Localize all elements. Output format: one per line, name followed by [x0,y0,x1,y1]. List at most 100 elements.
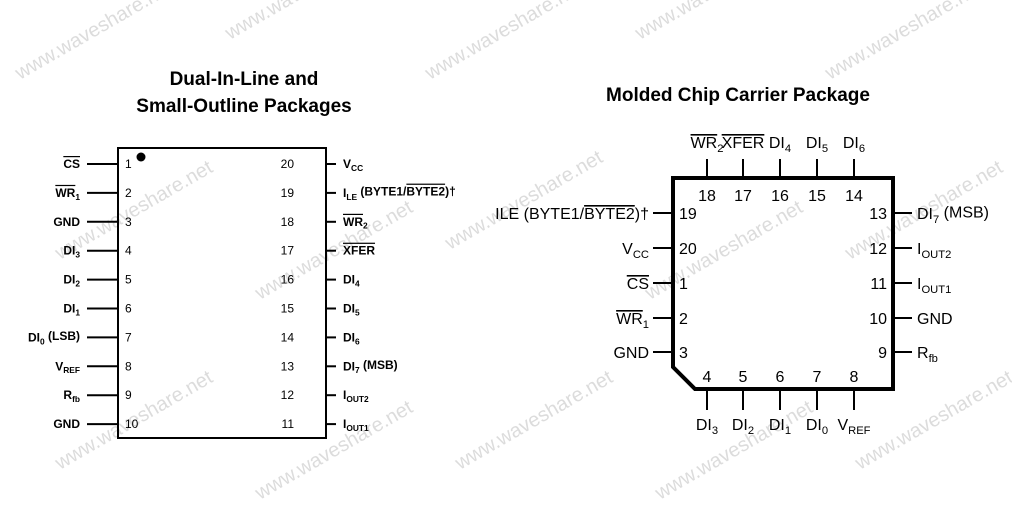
dip-pin-number: 1 [125,157,132,171]
dip-pin-label: WR1 [55,186,80,202]
dip-pin-number: 12 [281,388,295,402]
watermark-text: www.waveshare.net [11,0,177,85]
dip-pin-label: WR2 [343,215,368,231]
watermark-text: www.waveshare.net [451,366,617,475]
dip-pin-number: 15 [281,302,295,316]
plcc-pin-label: XFER [722,135,765,152]
plcc-body [671,176,895,391]
dip-pin-label: IOUT2 [343,388,369,404]
plcc-right-pins: 13 DI7 (MSB) 12 IOUT2 11 IOUT1 10 GND 9 Rfb [869,204,989,365]
watermark-text: www.waveshare.net [631,0,797,45]
plcc-pin-number: 16 [771,188,789,205]
plcc-pin-label: DI3 [696,417,718,437]
watermark-text: www.waveshare.net [441,146,607,255]
dip-package: Dual-In-Line and Small-Outline Packages … [28,69,456,439]
dip-pin-label: DI3 [63,244,80,260]
plcc-pin-label: DI1 [769,417,791,437]
watermark-text: www.waveshare.net [421,0,587,85]
dip-pin-number: 3 [125,215,132,229]
dip-pin-number: 11 [282,417,295,431]
dip-title-line2: Small-Outline Packages [136,96,351,117]
plcc-pin-label: GND [613,345,649,362]
plcc-pin-label: IOUT2 [917,241,951,261]
dip-pin-number: 18 [281,215,295,229]
dip-pin-number: 2 [125,186,132,200]
watermark-text: www.waveshare.net [851,366,1012,475]
dip-pin-number: 9 [125,388,132,402]
plcc-pin-label: WR2 [691,135,724,155]
watermark-text: www.waveshare.net [51,156,217,265]
plcc-pin-label: DI5 [806,135,828,155]
plcc-pin-number: 14 [845,188,863,205]
plcc-pin-number: 13 [869,206,887,223]
dip-pin-number: 4 [125,244,132,258]
dip-pin-label: VREF [55,359,80,375]
dip-pin-label: DI4 [343,273,360,289]
dip-pin-number: 13 [281,359,295,373]
plcc-pin-number: 7 [813,369,822,386]
dip-title-line1: Dual-In-Line and [170,69,319,90]
plcc-pin-label: WR1 [616,311,649,331]
plcc-pin-label: VCC [622,241,649,261]
plcc-pin-label: GND [917,311,953,328]
watermark-text: www.waveshare.net [651,396,817,505]
dip-pin-number: 19 [281,186,295,200]
plcc-pin-label: DI0 [806,417,828,437]
plcc-pin-label: DI6 [843,135,865,155]
dip-pin-label: GND [53,215,80,229]
plcc-pin-number: 17 [734,188,752,205]
dip-pin-label: DI0 (LSB) [28,329,80,346]
plcc-pin-label: DI2 [732,417,754,437]
dip-pin-number: 14 [281,330,295,344]
dip-pin-number: 8 [125,359,132,373]
dip-pin-label: DI6 [343,330,360,346]
plcc-pin-label: DI4 [769,135,791,155]
pin1-marker-dot [136,152,146,162]
dip-pin-label: DI7 (MSB) [343,358,398,375]
dip-pin-label: VCC [343,157,363,173]
plcc-pin-number: 5 [739,369,748,386]
dip-pin-label: DI1 [63,302,80,318]
plcc-pin-number: 4 [703,369,712,386]
watermark-text: www.waveshare.net [821,0,987,85]
dip-pin-label: DI2 [63,273,80,289]
dip-pin-label: IOUT1 [343,417,369,433]
plcc-pin-number: 1 [679,276,688,293]
dip-pin-label: XFER [343,244,375,258]
dip-pin-number: 10 [125,417,139,431]
plcc-pin-number: 20 [679,241,697,258]
dip-pin-number: 6 [125,302,132,316]
plcc-pin-number: 18 [698,188,716,205]
plcc-package: Molded Chip Carrier Package WR218XFER17D… [495,85,989,437]
plcc-title: Molded Chip Carrier Package [606,85,870,106]
dip-pin-label: Rfb [63,388,80,404]
plcc-pin-label: VREF [837,417,870,437]
plcc-pin-number: 10 [869,311,887,328]
plcc-pin-label: ILE (BYTE1/BYTE2)† [495,206,649,223]
watermark-text: www.waveshare.net [221,0,387,45]
plcc-pin-number: 6 [776,369,785,386]
plcc-pin-label: CS [627,276,649,293]
plcc-pin-number: 12 [869,241,887,258]
dip-pin-label: CS [63,157,80,171]
plcc-pin-label: Rfb [917,345,938,365]
plcc-pin-label: DI7 (MSB) [917,204,989,226]
dip-pin-label: GND [53,417,80,431]
plcc-pin-number: 11 [870,276,887,293]
dip-pin-label: DI5 [343,302,360,318]
plcc-pin-number: 19 [679,206,697,223]
plcc-pin-number: 9 [878,345,887,362]
plcc-pin-number: 8 [850,369,859,386]
watermark-text: www.waveshare.net [251,396,417,505]
dip-pin-label: ILE (BYTE1/BYTE2)† [343,185,456,202]
plcc-pin-label: IOUT1 [917,276,951,296]
dip-body [117,147,327,439]
dip-pin-number: 20 [281,157,295,171]
plcc-pin-number: 3 [679,345,688,362]
